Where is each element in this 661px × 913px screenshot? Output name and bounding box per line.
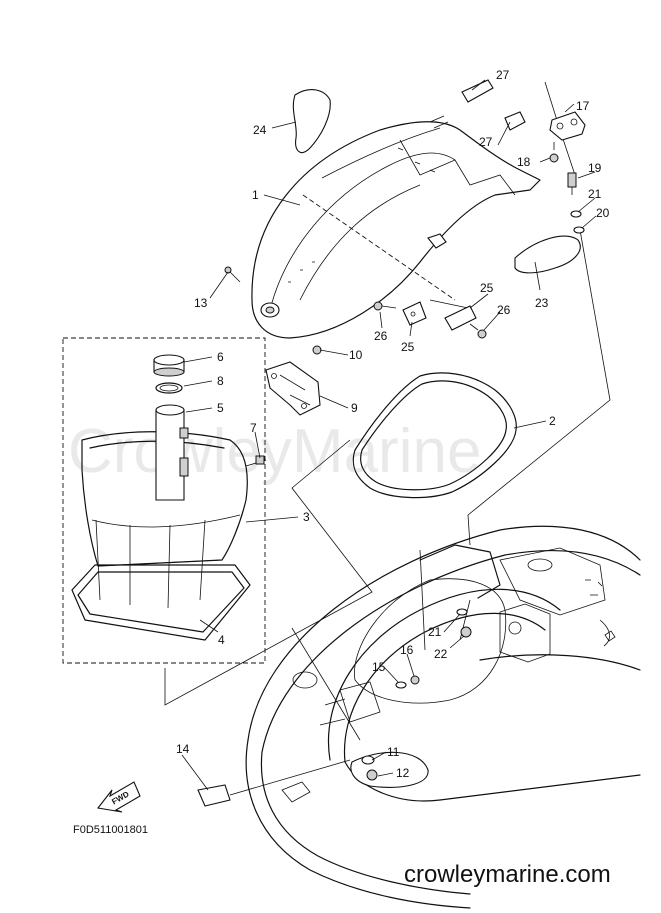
part-8-oring — [155, 382, 183, 394]
part-27-decals — [429, 79, 526, 131]
fwd-arrow-icon: FWD — [96, 781, 141, 813]
callout-24: 24 — [253, 123, 267, 137]
callout-2: 2 — [549, 414, 556, 428]
callout-27-top: 27 — [496, 68, 510, 82]
part-23-pad — [514, 235, 581, 274]
callout-19: 19 — [588, 161, 602, 175]
callout-23: 23 — [535, 296, 549, 310]
callout-22: 22 — [434, 647, 448, 661]
callout-15: 15 — [372, 660, 386, 674]
callout-17: 17 — [576, 99, 590, 113]
figure-code: F0D511001801 — [73, 824, 148, 836]
callout-14: 14 — [176, 742, 190, 756]
callout-26-left: 26 — [374, 329, 388, 343]
callout-9: 9 — [351, 401, 358, 415]
watermark: CrowleyMarine — [68, 417, 481, 486]
part-6-cap — [153, 354, 185, 377]
callout-10: 10 — [349, 348, 363, 362]
callout-12: 12 — [396, 766, 410, 780]
site-url: crowleymarine.com — [404, 861, 611, 888]
small-fasteners — [361, 608, 472, 781]
part-9-latch — [265, 361, 321, 416]
part-17-bracket — [549, 111, 586, 141]
callout-16: 16 — [400, 643, 414, 657]
callout-8: 8 — [217, 374, 224, 388]
callout-1: 1 — [252, 188, 259, 202]
callout-25-left: 25 — [401, 340, 415, 354]
callout-6: 6 — [217, 350, 224, 364]
callout-21-top: 21 — [588, 187, 602, 201]
part-1-hood — [251, 121, 541, 339]
callout-25-right: 25 — [480, 281, 494, 295]
callout-7: 7 — [250, 421, 257, 435]
hull-deck — [245, 525, 641, 909]
part-14-handle — [197, 759, 351, 807]
callout-13: 13 — [194, 296, 208, 310]
part-5-tube — [155, 404, 189, 501]
callout-26-right: 26 — [497, 303, 511, 317]
callout-27: 27 — [479, 135, 493, 149]
callout-4: 4 — [218, 633, 225, 647]
callout-11: 11 — [387, 745, 400, 759]
callout-5: 5 — [217, 401, 224, 415]
callout-20: 20 — [596, 206, 610, 220]
callout-numbers: 27 17 24 27 18 19 1 21 20 23 13 25 26 26… — [176, 68, 610, 780]
subassembly-box — [62, 337, 266, 664]
callout-3: 3 — [303, 510, 310, 524]
callout-21: 21 — [428, 625, 442, 639]
reference-lines — [164, 81, 611, 741]
callout-18: 18 — [517, 155, 531, 169]
part-2-gasket — [352, 372, 517, 499]
leader-lines — [181, 79, 597, 791]
part-24-pad — [292, 89, 331, 153]
